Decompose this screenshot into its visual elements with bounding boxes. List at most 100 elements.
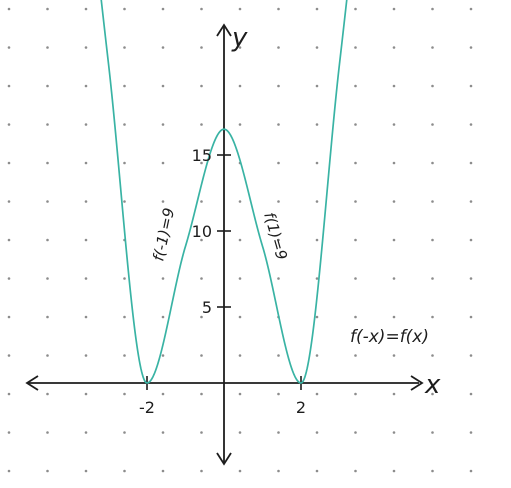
grid-dot (200, 469, 203, 473)
grid-dot (392, 84, 396, 88)
grid-dot (238, 469, 242, 473)
grid-dot (46, 431, 49, 434)
grid-dot (161, 277, 165, 280)
grid-dot (238, 7, 242, 11)
grid-dot (277, 354, 280, 357)
grid-dot (7, 200, 11, 203)
grid-dot (354, 46, 357, 49)
grid-dot (7, 315, 11, 319)
grid-dot (469, 354, 473, 357)
grid-dot (46, 354, 49, 357)
grid-dot (84, 469, 88, 473)
grid-dot (161, 161, 165, 165)
grid-dot (392, 238, 396, 242)
grid-dot (315, 7, 319, 11)
x-tick-label: -2 (139, 398, 155, 417)
grid-dot (123, 277, 126, 280)
grid-dot (46, 238, 49, 242)
grid-dot (431, 200, 434, 203)
grid-dot (84, 392, 88, 396)
grid-dot (7, 469, 11, 473)
grid-dot (84, 46, 88, 49)
grid-dot (84, 238, 88, 242)
grid-dot (354, 238, 357, 242)
grid-dot (46, 84, 49, 88)
grid-dot (431, 354, 434, 357)
grid-dot (354, 123, 357, 126)
grid-dot (238, 315, 242, 319)
grid-dot (84, 7, 88, 11)
grid-dot (431, 238, 434, 242)
grid-dot (392, 123, 396, 126)
grid-dot (354, 469, 357, 473)
grid-dot (431, 277, 434, 280)
grid-dot (200, 46, 203, 49)
grid-dot (392, 161, 396, 165)
grid-dot (238, 431, 242, 434)
grid-dot (469, 46, 473, 49)
grid-dot (392, 7, 396, 11)
grid-dot (123, 431, 126, 434)
grid-dot (354, 315, 357, 319)
grid-dot (431, 123, 434, 126)
grid-dot (392, 431, 396, 434)
grid-dot (46, 469, 49, 473)
grid-dot (7, 84, 11, 88)
grid-dot (354, 431, 357, 434)
grid-dot (315, 354, 319, 357)
grid-dot (7, 238, 11, 242)
grid-dot (469, 200, 473, 203)
grid-dot (277, 392, 280, 396)
grid-dot (277, 123, 280, 126)
grid-dot (238, 277, 242, 280)
grid-dot (84, 431, 88, 434)
grid-dot (354, 200, 357, 203)
grid-dot (315, 315, 319, 319)
grid-dot (123, 161, 126, 165)
grid-dot (277, 469, 280, 473)
dot-grid (7, 7, 473, 473)
grid-dot (123, 354, 126, 357)
grid-dot (354, 277, 357, 280)
grid-dot (431, 7, 434, 11)
grid-dot (161, 354, 165, 357)
x-axis-right-arrow (410, 375, 424, 391)
grid-dot (277, 277, 280, 280)
grid-dot (200, 354, 203, 357)
grid-dot (84, 315, 88, 319)
y-axis-bottom-arrow (216, 452, 232, 466)
grid-dot (315, 123, 319, 126)
grid-dot (238, 200, 242, 203)
grid-dot (354, 392, 357, 396)
grid-dot (315, 277, 319, 280)
grid-dot (200, 84, 203, 88)
grid-dot (315, 84, 319, 88)
grid-dot (238, 392, 242, 396)
grid-dot (392, 392, 396, 396)
grid-dot (200, 161, 203, 165)
y-axis-top-arrow (216, 23, 232, 37)
grid-dot (200, 431, 203, 434)
grid-dot (238, 123, 242, 126)
grid-dot (431, 469, 434, 473)
grid-dot (123, 392, 126, 396)
grid-dot (277, 200, 280, 203)
grid-dot (123, 315, 126, 319)
grid-dot (7, 277, 11, 280)
x-tick-label: 2 (296, 398, 306, 417)
x-axis-left-arrow (25, 375, 39, 391)
grid-dot (7, 161, 11, 165)
grid-dot (277, 161, 280, 165)
y-tick-label: 10 (192, 222, 212, 241)
grid-dot (200, 200, 203, 203)
grid-dot (315, 200, 319, 203)
y-tick-label: 15 (192, 146, 212, 165)
grid-dot (46, 123, 49, 126)
grid-dot (277, 46, 280, 49)
series-line-f (100, 0, 348, 384)
grid-dot (277, 7, 280, 11)
grid-dot (354, 161, 357, 165)
grid-dot (161, 46, 165, 49)
grid-dot (123, 84, 126, 88)
